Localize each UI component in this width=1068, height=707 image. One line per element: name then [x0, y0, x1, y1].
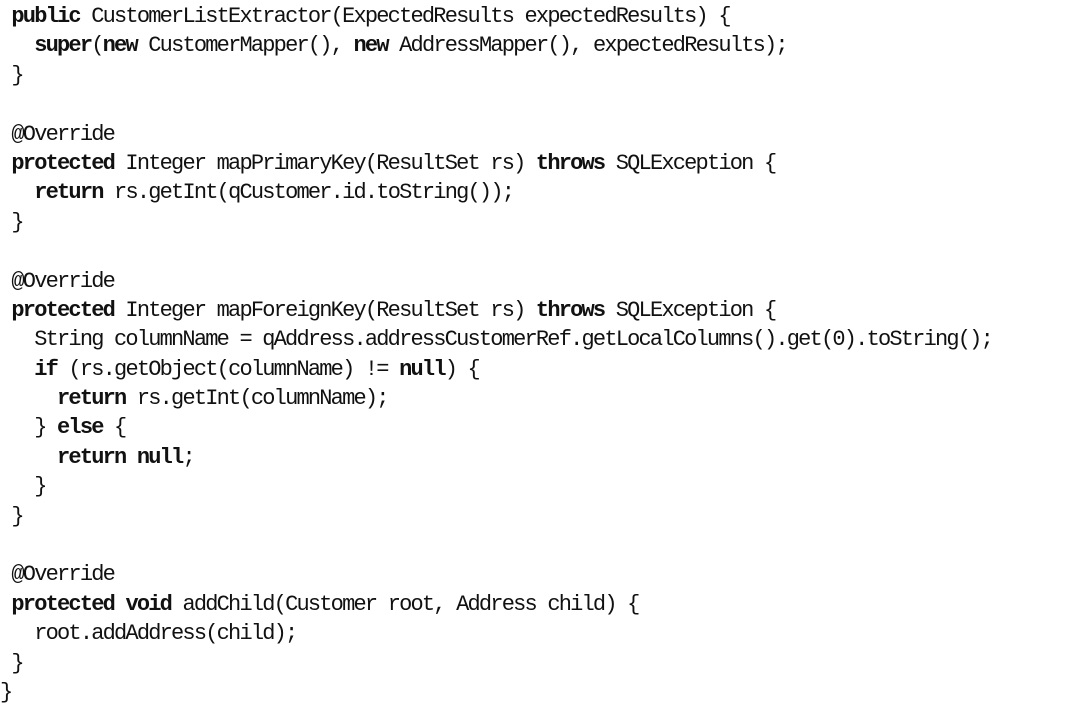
- code-keyword: throws: [535, 297, 606, 323]
- code-line: public CustomerListExtractor(ExpectedRes…: [0, 2, 1068, 31]
- code-text: (: [91, 33, 104, 59]
- code-text: SQLException {: [604, 150, 777, 176]
- code-keyword: if: [34, 356, 59, 382]
- code-text: SQLException {: [604, 297, 777, 323]
- code-line: } else {: [0, 413, 1068, 442]
- code-text: [0, 4, 11, 29]
- code-keyword: new: [102, 33, 139, 59]
- code-text: {: [102, 415, 127, 441]
- code-text: [0, 180, 34, 205]
- code-line: }: [0, 649, 1068, 678]
- code-line: [0, 90, 1068, 119]
- code-line: }: [0, 502, 1068, 531]
- code-line: return rs.getInt(qCustomer.id.toString()…: [0, 178, 1068, 207]
- code-keyword: protected: [11, 297, 115, 323]
- code-text: rs.getInt(qCustomer.id.toString());: [102, 180, 515, 206]
- code-text: ;: [182, 444, 195, 470]
- code-text: }: [0, 679, 13, 705]
- code-keyword: null: [399, 356, 446, 382]
- code-keyword: void: [125, 591, 172, 617]
- code-line: return rs.getInt(columnName);: [0, 384, 1068, 413]
- code-line: protected Integer mapForeignKey(ResultSe…: [0, 296, 1068, 325]
- code-text: CustomerListExtractor(ExpectedResults ex…: [79, 4, 731, 29]
- code-keyword: throws: [535, 150, 606, 176]
- code-text: @Override: [0, 121, 115, 147]
- code-line: }: [0, 472, 1068, 501]
- code-keyword: return: [57, 444, 127, 470]
- code-text: addChild(Customer root, Address child) {: [171, 591, 640, 617]
- code-text: [0, 357, 34, 382]
- code-line: }: [0, 208, 1068, 237]
- code-text: }: [0, 503, 24, 529]
- code-keyword: public: [11, 4, 81, 29]
- code-line: }: [0, 61, 1068, 90]
- code-text: root.addAddress(child);: [0, 621, 298, 647]
- code-keyword: new: [353, 33, 390, 59]
- code-text: @Override: [0, 268, 115, 294]
- code-text: Integer mapPrimaryKey(ResultSet rs): [114, 150, 536, 176]
- code-text: ) {: [444, 356, 481, 382]
- code-keyword: protected: [11, 591, 115, 617]
- code-text: [0, 592, 11, 617]
- code-line: @Override: [0, 560, 1068, 589]
- code-line: return null;: [0, 443, 1068, 472]
- code-keyword: return: [57, 386, 127, 412]
- code-text: @Override: [0, 562, 115, 588]
- code-text: [114, 592, 125, 617]
- code-text: [0, 386, 57, 411]
- code-line: protected Integer mapPrimaryKey(ResultSe…: [0, 149, 1068, 178]
- code-text: }: [0, 474, 47, 500]
- code-keyword: null: [136, 444, 184, 470]
- code-text: }: [0, 650, 24, 676]
- code-text: [125, 445, 136, 470]
- code-text: rs.getInt(columnName);: [125, 386, 390, 412]
- code-line: @Override: [0, 120, 1068, 149]
- code-line: }: [0, 678, 1068, 707]
- code-line: protected void addChild(Customer root, A…: [0, 590, 1068, 619]
- code-line: super(new CustomerMapper(), new AddressM…: [0, 31, 1068, 60]
- code-text: AddressMapper(), expectedResults);: [387, 33, 788, 59]
- code-line: [0, 531, 1068, 560]
- code-line: @Override: [0, 267, 1068, 296]
- code-text: }: [0, 209, 24, 235]
- code-text: [0, 151, 11, 176]
- code-text: }: [0, 415, 58, 441]
- code-line: String columnName = qAddress.addressCust…: [0, 325, 1068, 354]
- code-text: (rs.getObject(columnName) !=: [57, 356, 400, 382]
- code-keyword: else: [57, 415, 104, 441]
- code-keyword: return: [34, 180, 104, 206]
- code-text: }: [0, 62, 24, 88]
- code-keyword: super: [34, 33, 93, 59]
- code-text: [0, 298, 11, 323]
- code-text: [0, 33, 34, 58]
- code-text: Integer mapForeignKey(ResultSet rs): [114, 297, 536, 323]
- code-line: if (rs.getObject(columnName) != null) {: [0, 355, 1068, 384]
- code-line: root.addAddress(child);: [0, 619, 1068, 648]
- code-keyword: protected: [11, 150, 115, 176]
- code-line: [0, 237, 1068, 266]
- code-text: CustomerMapper(),: [136, 33, 354, 59]
- code-text: String columnName = qAddress.addressCust…: [0, 327, 994, 353]
- code-text: [0, 445, 57, 470]
